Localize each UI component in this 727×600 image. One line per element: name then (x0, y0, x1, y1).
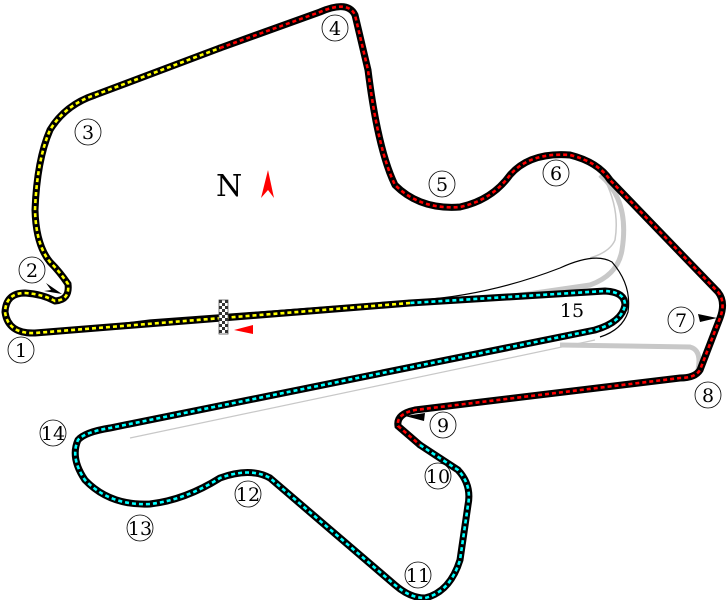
marker-arrow-icon (405, 413, 425, 421)
turn-9-marker: 9 (429, 411, 457, 439)
turn-label: 9 (437, 415, 449, 437)
track-outline-sector-1 (1, 44, 414, 337)
turn-circle (429, 411, 457, 439)
turn-13-marker: 13 (126, 514, 154, 542)
runoff-line (589, 179, 617, 259)
marker-arrow-icon (698, 314, 717, 322)
turn-label: 1 (15, 340, 27, 362)
north-arrow-icon (261, 170, 274, 198)
turn-15-marker: 15 (560, 300, 584, 322)
marker-arrow-icon (44, 283, 62, 294)
track-outline-sector-3 (71, 287, 629, 600)
track-outline-sector-2 (216, 3, 727, 449)
turn-label: 6 (550, 163, 562, 185)
turn-label: 13 (128, 518, 152, 540)
turn-label: 5 (436, 174, 448, 196)
turn-circle (667, 306, 695, 334)
start-finish-line (218, 299, 229, 335)
turn-label: 3 (82, 122, 94, 144)
turn-6-marker: 6 (542, 159, 570, 187)
turn-label: 2 (26, 260, 38, 282)
runoff-line (129, 339, 596, 439)
runoff-line (559, 342, 702, 371)
turn-label: 15 (560, 300, 584, 322)
turn-label: 10 (426, 466, 450, 488)
turn-2-marker: 2 (18, 256, 46, 284)
north-label: N (216, 169, 242, 204)
turn-3-marker: 3 (74, 118, 102, 146)
sector-2-line (219, 5, 724, 446)
turn-5-marker: 5 (428, 170, 456, 198)
turn-circle (39, 419, 67, 447)
turn-circle (126, 514, 154, 542)
turn-4-marker: 4 (321, 14, 349, 42)
turn-1-marker: 1 (7, 336, 35, 364)
turn-label: 7 (675, 310, 687, 332)
turn-11-marker: 11 (404, 561, 432, 589)
turn-circle (404, 561, 432, 589)
turn-circle (18, 256, 46, 284)
turn-10-marker: 10 (424, 462, 452, 490)
turn-circle (321, 14, 349, 42)
turn-12-marker: 12 (234, 480, 262, 508)
turn-label: 11 (406, 565, 430, 587)
turn-8-marker: 8 (694, 381, 722, 409)
turn-circle (74, 118, 102, 146)
turn-label: 12 (236, 484, 260, 506)
turn-14-marker: 14 (39, 419, 67, 447)
turn-circle (428, 170, 456, 198)
turn-label: 4 (329, 18, 341, 40)
turn-circle (542, 159, 570, 187)
turn-label: 14 (41, 423, 65, 445)
turn-label: 8 (702, 385, 714, 407)
turn-circle (234, 480, 262, 508)
turn-circle (7, 336, 35, 364)
sector-1-line (3, 46, 411, 335)
turn-circle (424, 462, 452, 490)
turn-circle (694, 381, 722, 409)
direction-arrow-icon (234, 325, 253, 334)
runoff-line (499, 173, 627, 301)
track (1, 3, 727, 600)
turn-7-marker: 7 (667, 306, 695, 334)
